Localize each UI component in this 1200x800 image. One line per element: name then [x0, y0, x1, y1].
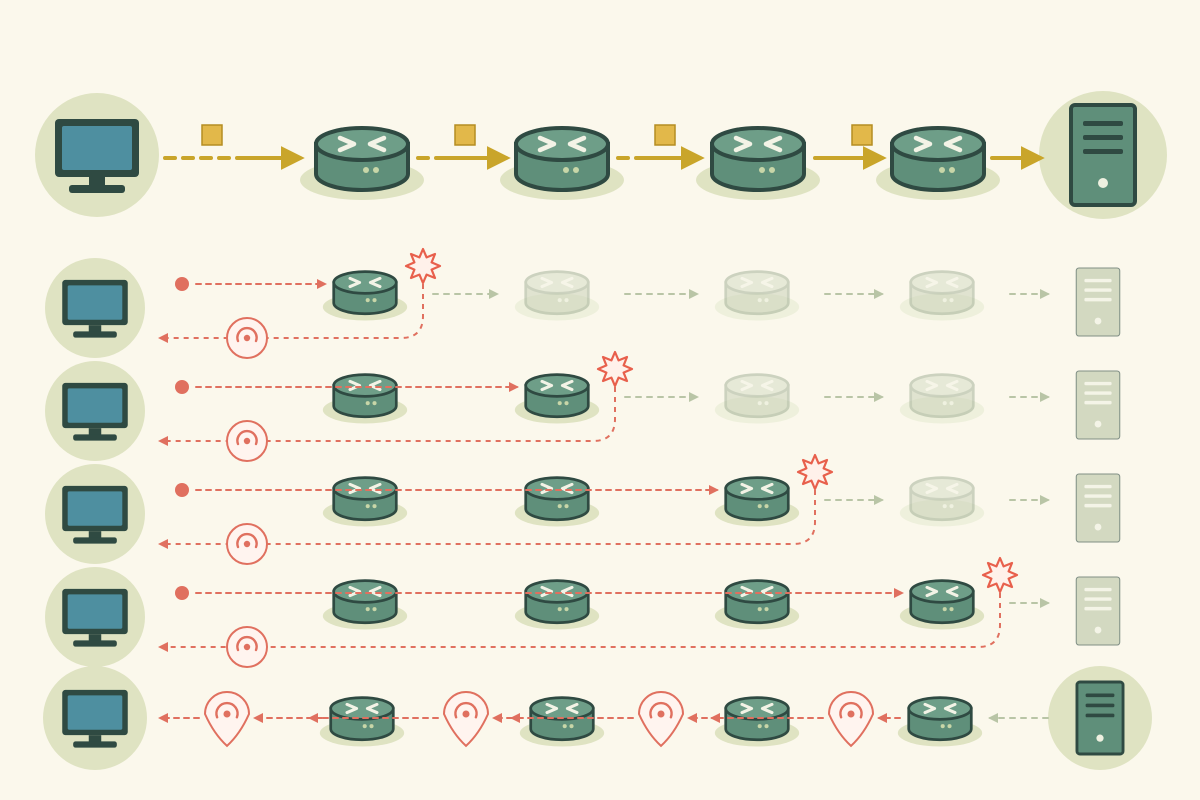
router-icon: [329, 696, 395, 742]
ttl-expired-burst-icon: [596, 350, 634, 388]
icmp-reply-signal-icon: [637, 691, 685, 748]
router-icon: [332, 270, 398, 316]
router-icon: [314, 126, 410, 192]
icmp-reply-signal-icon: [442, 691, 490, 748]
data-packet-icon: [654, 124, 676, 146]
server-tower-icon: [1069, 103, 1137, 207]
probe-origin-dot: [175, 380, 189, 394]
icmp-reply-signal-icon: [226, 523, 268, 565]
icmp-reply-signal-icon: [827, 691, 875, 748]
server-tower-icon: [1075, 370, 1121, 440]
icmp-reply-signal-icon: [226, 420, 268, 462]
ttl-expired-burst-icon: [981, 556, 1019, 594]
router-icon: [332, 579, 398, 625]
icmp-return-path: [158, 387, 616, 446]
router-icon: [907, 696, 973, 742]
probe-origin-dot: [175, 277, 189, 291]
computer-monitor-icon: [62, 689, 128, 748]
router-icon: [529, 696, 595, 742]
router-icon: [909, 579, 975, 625]
ttl-expired-burst-icon: [796, 453, 834, 491]
router-icon: [524, 373, 590, 419]
router-icon: [524, 579, 590, 625]
computer-monitor-icon: [62, 588, 128, 647]
server-tower-icon: [1075, 576, 1121, 646]
router-icon: [909, 476, 975, 522]
icmp-return-path: [158, 593, 1001, 652]
icmp-return-path: [158, 284, 424, 343]
router-icon: [909, 270, 975, 316]
router-icon: [724, 476, 790, 522]
computer-monitor-icon: [55, 119, 139, 193]
icmp-return-path: [158, 490, 816, 549]
probe-origin-dot: [175, 483, 189, 497]
router-icon: [909, 373, 975, 419]
probe-origin-dot: [175, 586, 189, 600]
router-icon: [724, 373, 790, 419]
probe-row: [45, 453, 1121, 565]
server-tower-icon: [1075, 267, 1121, 337]
ttl-expired-burst-icon: [404, 247, 442, 285]
probe-row: [45, 247, 1121, 359]
overview-path: [35, 91, 1167, 219]
server-tower-icon: [1075, 473, 1121, 543]
data-packet-icon: [454, 124, 476, 146]
icmp-reply-signal-icon: [203, 691, 251, 748]
probe-row: [45, 556, 1121, 668]
return-path: [43, 666, 1152, 770]
router-icon: [724, 579, 790, 625]
probe-rows: [45, 247, 1121, 668]
data-packet-icon: [851, 124, 873, 146]
router-icon: [332, 476, 398, 522]
router-icon: [890, 126, 986, 192]
router-icon: [710, 126, 806, 192]
router-icon: [524, 270, 590, 316]
router-icon: [724, 270, 790, 316]
router-icon: [332, 373, 398, 419]
computer-monitor-icon: [62, 279, 128, 338]
router-icon: [514, 126, 610, 192]
computer-monitor-icon: [62, 382, 128, 441]
router-icon: [524, 476, 590, 522]
probe-row: [45, 350, 1121, 462]
server-tower-icon: [1075, 680, 1125, 756]
icmp-reply-signal-icon: [226, 317, 268, 359]
data-packet-icon: [201, 124, 223, 146]
icmp-reply-signal-icon: [226, 626, 268, 668]
router-icon: [724, 696, 790, 742]
computer-monitor-icon: [62, 485, 128, 544]
